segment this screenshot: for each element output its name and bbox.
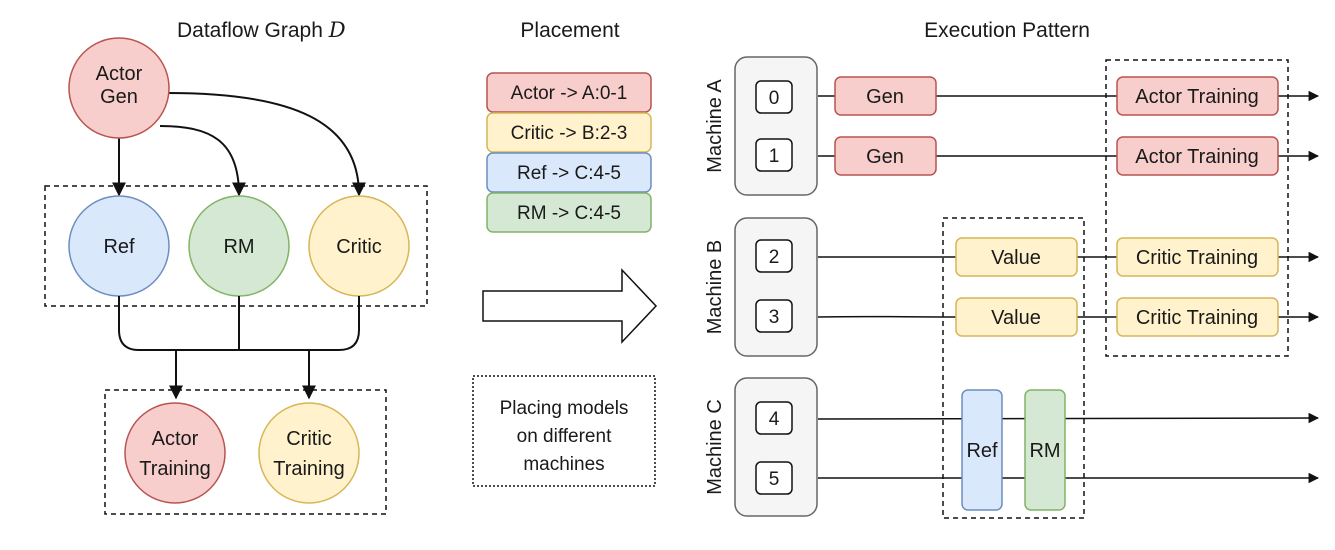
training-group-box: [104, 389, 387, 515]
actor-training-task-label: Actor Training: [1135, 86, 1258, 108]
gpu-slot: [755, 239, 793, 273]
inference-phase-box: [942, 217, 1085, 519]
node-actor-gen: Actor Gen: [68, 37, 170, 139]
task-critic-training-gpu2: Critic Training: [1116, 237, 1279, 277]
gpu-slot: [755, 299, 793, 333]
value-label: Value: [991, 247, 1041, 269]
rm-node-label: RM: [223, 236, 254, 258]
placement-note-line1: Placing models: [500, 398, 629, 419]
task-gen-gpu1: Gen: [834, 136, 937, 176]
placement-note-line3: machines: [523, 454, 604, 475]
critic-training-label-line2: Training: [273, 458, 345, 480]
gpu-1-label: 1: [769, 146, 780, 167]
critic-training-task-label: Critic Training: [1136, 247, 1258, 269]
placement-critic-label: Critic -> B:2-3: [511, 123, 628, 144]
task-actor-training-gpu0: Actor Training: [1116, 76, 1279, 116]
placement-item-actor: Actor -> A:0-1: [486, 72, 652, 113]
gpu-3-label: 3: [769, 307, 780, 328]
dataflow-graph-panel: Dataflow Graph D Actor Gen Ref RM Critic: [44, 18, 428, 515]
ref-task-label: Ref: [966, 440, 998, 462]
node-actor-training: Actor Training: [124, 402, 226, 504]
task-critic-training-gpu3: Critic Training: [1116, 297, 1279, 337]
machine-c-label: Machine C: [704, 399, 726, 495]
node-critic-training: Critic Training: [258, 402, 360, 504]
dataflow-graph-title: Dataflow Graph D: [177, 18, 346, 42]
machine-b: Machine B 2 3: [704, 217, 818, 357]
gpu-5-label: 5: [769, 469, 780, 490]
edge-actorgen-critic: [167, 92, 366, 197]
timeline-gpu4: [817, 412, 1320, 424]
actor-training-label-line1: Actor: [152, 428, 199, 450]
actor-training-label-line2: Training: [139, 458, 211, 480]
task-value-gpu3: Value: [955, 297, 1078, 337]
actor-gen-label-line2: Gen: [100, 86, 138, 108]
critic-training-label-line1: Critic: [286, 428, 332, 450]
machine-b-label: Machine B: [704, 240, 726, 335]
placement-item-rm: RM -> C:4-5: [486, 192, 652, 233]
value-label: Value: [991, 307, 1041, 329]
actor-gen-label-line1: Actor: [96, 63, 143, 85]
gpu-slot: [755, 401, 793, 435]
gpu-0-label: 0: [769, 88, 780, 109]
gpu-slot: [755, 138, 793, 172]
placement-actor-label: Actor -> A:0-1: [511, 83, 628, 104]
node-critic: Critic: [308, 195, 410, 297]
placement-note-box: [472, 375, 656, 487]
rm-task-label: RM: [1029, 440, 1060, 462]
actor-training-task-label: Actor Training: [1135, 146, 1258, 168]
placement-ref-label: Ref -> C:4-5: [517, 163, 621, 184]
task-rm-gpu4-5: RM: [1024, 389, 1066, 511]
inference-group-box: [44, 185, 428, 307]
execution-pattern-title: Execution Pattern: [924, 19, 1090, 42]
node-rm: RM: [188, 195, 290, 297]
critic-node-label: Critic: [336, 236, 382, 258]
gpu-slot: [755, 461, 793, 495]
placement-rm-label: RM -> C:4-5: [517, 203, 621, 224]
placement-arrow-icon: [482, 268, 658, 344]
edge-actorgen-rm: [159, 125, 246, 197]
task-ref-gpu4-5: Ref: [961, 389, 1003, 511]
execution-pattern-panel: Execution Pattern Machine A 0 1: [704, 19, 1320, 519]
ref-node-label: Ref: [103, 236, 135, 258]
placement-panel: Placement Actor -> A:0-1 Critic -> B:2-3…: [472, 19, 658, 487]
task-value-gpu2: Value: [955, 237, 1078, 277]
placement-title: Placement: [520, 19, 619, 42]
gpu-4-label: 4: [769, 409, 780, 430]
node-ref: Ref: [68, 195, 170, 297]
gpu-2-label: 2: [769, 247, 780, 268]
machine-c: Machine C 4 5: [704, 377, 818, 517]
gpu-slot: [755, 80, 793, 114]
machine-a: Machine A 0 1: [704, 56, 818, 196]
training-phase-box: [1105, 59, 1289, 357]
gen-label: Gen: [866, 86, 904, 108]
gen-label: Gen: [866, 146, 904, 168]
task-actor-training-gpu1: Actor Training: [1116, 136, 1279, 176]
task-gen-gpu0: Gen: [834, 76, 937, 116]
placement-item-ref: Ref -> C:4-5: [486, 152, 652, 193]
critic-training-task-label: Critic Training: [1136, 307, 1258, 329]
placement-note-line2: on different: [517, 426, 612, 447]
machine-a-label: Machine A: [704, 79, 726, 173]
placement-item-critic: Critic -> B:2-3: [486, 112, 652, 153]
